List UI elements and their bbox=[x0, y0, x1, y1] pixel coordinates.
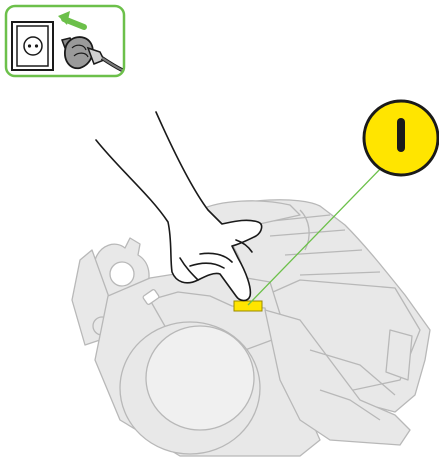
wall-socket-icon bbox=[12, 22, 53, 70]
power-switch-button bbox=[234, 301, 262, 311]
power-on-callout: I bbox=[364, 101, 438, 175]
power-on-symbol bbox=[397, 118, 405, 152]
plug-in-inset bbox=[6, 6, 124, 76]
